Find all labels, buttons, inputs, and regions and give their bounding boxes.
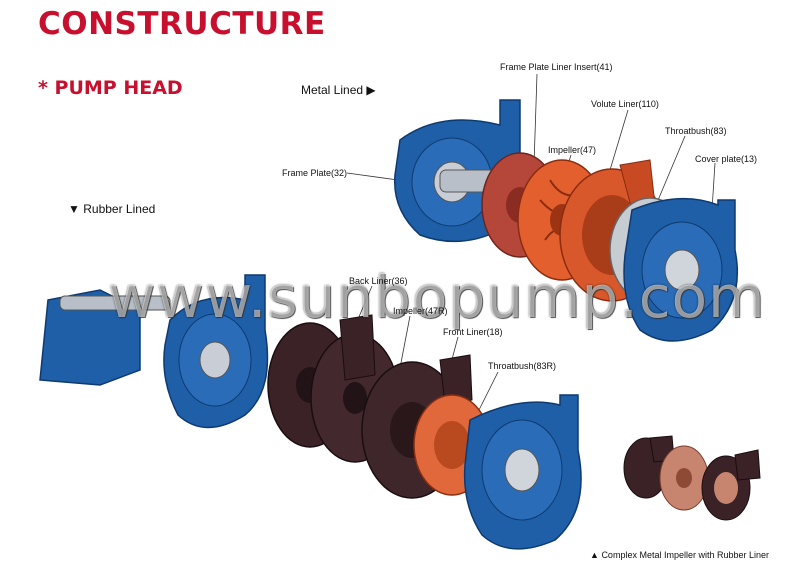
rubber-frame-plate	[163, 274, 269, 429]
label-front-liner: Front Liner(18)	[443, 327, 503, 337]
inset-complex-impeller	[623, 435, 761, 521]
label-back-liner: Back Liner(36)	[349, 276, 408, 286]
section-label-metal-lined: Metal Lined ▶	[301, 83, 376, 97]
metal-cover-plate	[623, 197, 739, 342]
label-impeller-r: Impeller(47R)	[393, 306, 448, 316]
triangle-up-icon: ▲	[590, 550, 599, 560]
inset-caption: ▲ Complex Metal Impeller with Rubber Lin…	[590, 550, 769, 561]
metal-lined-label: Metal Lined	[301, 83, 364, 97]
label-throatbush-r: Throatbush(83R)	[488, 361, 557, 371]
label-cover-plate: Cover plate(13)	[695, 154, 758, 164]
section-label-rubber-lined: ▼ Rubber Lined	[68, 202, 155, 216]
label-frame-plate: Frame Plate(32)	[282, 168, 348, 178]
label-volute-liner: Volute Liner(110)	[591, 99, 659, 109]
rubber-bearing-assembly	[39, 289, 171, 386]
rubber-lined-label: Rubber Lined	[83, 202, 156, 216]
triangle-down-icon: ▼	[68, 202, 80, 216]
section-heading-pump-head: * PUMP HEAD	[38, 77, 183, 99]
rubber-cover-plate	[463, 394, 582, 550]
label-frame-plate-liner-insert: Frame Plate Liner Insert(41)	[500, 62, 613, 72]
watermark-text: www.sunbopump.com	[108, 263, 766, 331]
inset-caption-text: Complex Metal Impeller with Rubber Liner	[601, 550, 770, 560]
label-throatbush: Throatbush(83)	[665, 126, 727, 136]
triangle-right-icon: ▶	[366, 83, 376, 97]
page-title: CONSTRUCTURE	[38, 6, 326, 42]
label-impeller: Impeller(47)	[548, 145, 597, 155]
